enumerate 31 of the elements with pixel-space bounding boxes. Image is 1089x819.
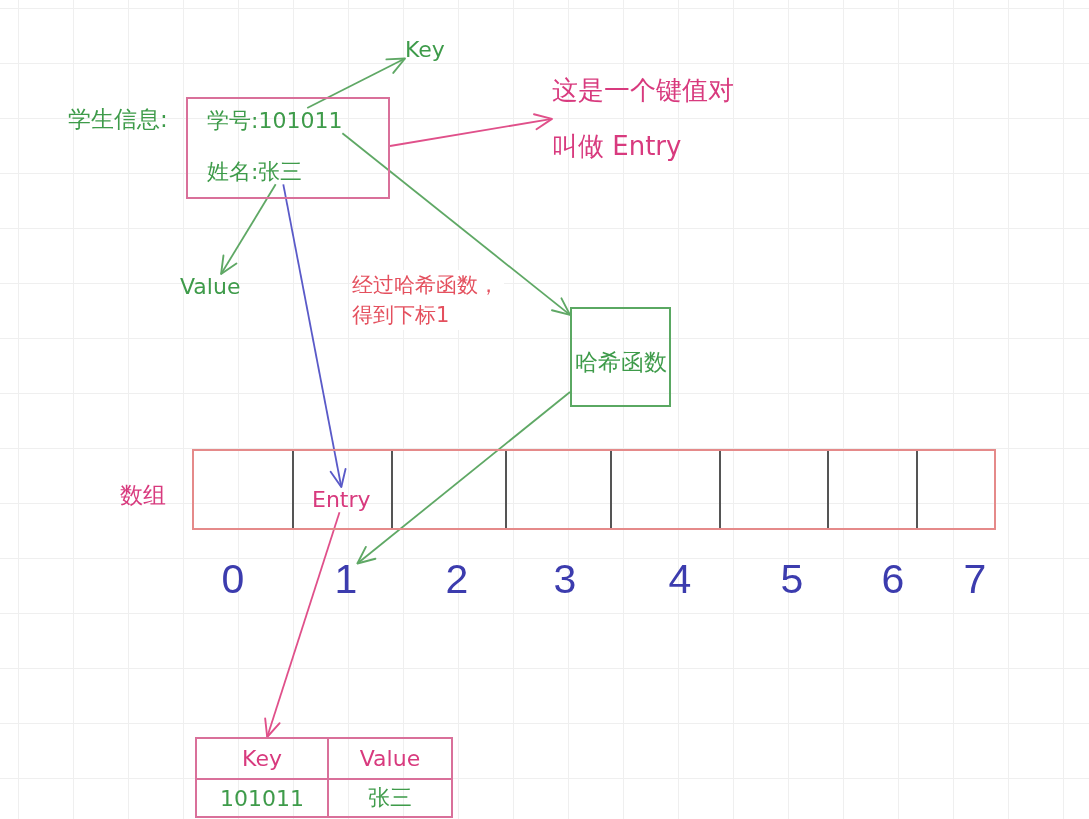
box-heading: 学生信息: <box>68 106 168 133</box>
index-number: 2 <box>445 556 469 604</box>
function-box: 哈希函数 <box>570 307 671 407</box>
arrow <box>356 391 571 565</box>
table-cell-text: 张三 <box>367 784 413 812</box>
index-number: 3 <box>553 556 577 604</box>
entry-label: Entry <box>312 487 371 513</box>
arrow <box>341 132 571 316</box>
annotation-text: 叫做 Entry <box>552 131 683 162</box>
key-value-table <box>195 737 453 818</box>
field-text: 姓名:张三 <box>207 159 303 185</box>
arrow <box>264 511 341 738</box>
arrow <box>282 183 347 488</box>
key-label: Key <box>405 37 445 63</box>
index-number: 1 <box>334 556 358 604</box>
arrow <box>306 57 406 109</box>
edge-label: 经过哈希函数，得到下标1 <box>352 270 504 330</box>
index-number: 4 <box>668 556 692 604</box>
value-label: Value <box>180 274 241 300</box>
index-number: 6 <box>881 556 905 604</box>
field-text: 学号:101011 <box>207 108 343 134</box>
index-number: 7 <box>963 556 987 604</box>
index-number: 5 <box>780 556 804 604</box>
table-header: Value <box>329 739 451 780</box>
annotation-text: 这是一个键值对 <box>552 76 734 106</box>
arrow <box>389 113 553 147</box>
box-heading: 数组 <box>120 482 166 509</box>
table-cell: 101011 <box>197 780 329 816</box>
table-header: Key <box>197 739 329 780</box>
index-number: 0 <box>221 556 245 604</box>
arrow <box>220 183 277 275</box>
